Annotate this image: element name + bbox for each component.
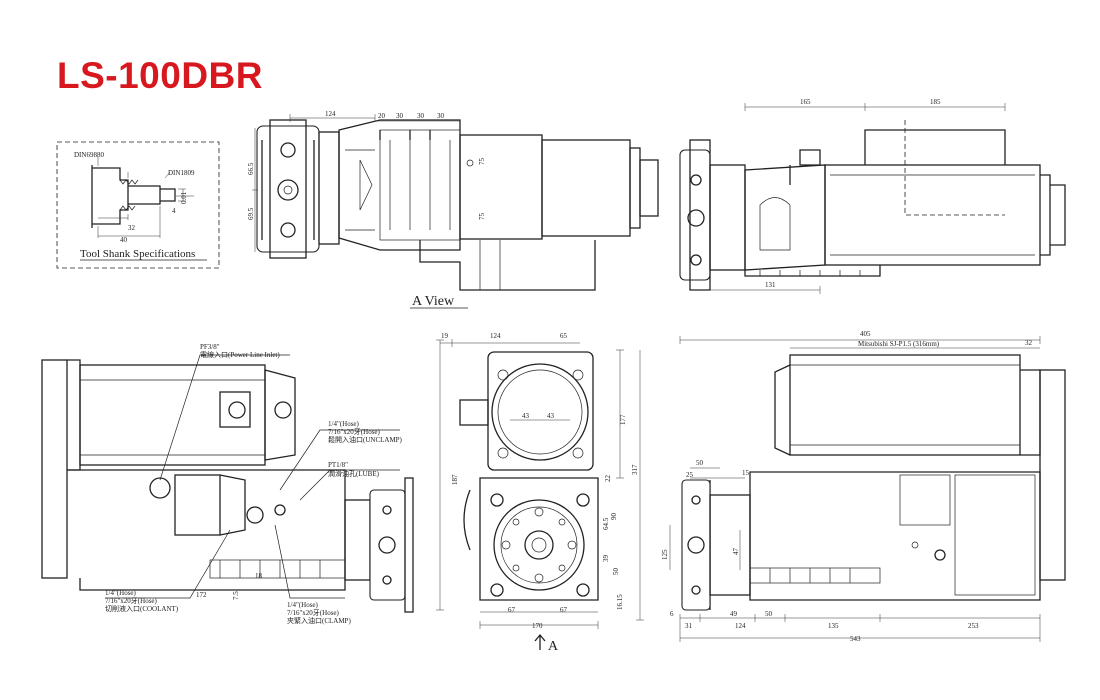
br-dim-253: 253 bbox=[968, 622, 979, 630]
bm-dim-39: 39 bbox=[602, 555, 610, 563]
bm-dim-65: 65 bbox=[560, 332, 568, 340]
br-dim-50: 50 bbox=[765, 610, 773, 618]
br-motor-label: Mitsubishi SJ-P1.5 (316mm) bbox=[858, 340, 940, 348]
tool-shank-diagram: DIN69880 DIN1809 32 40 4 0.01 Tool Shank… bbox=[56, 141, 220, 269]
shank-caption: Tool Shank Specifications bbox=[80, 248, 195, 260]
bm-dim-317: 317 bbox=[631, 464, 639, 475]
bm-dim-64: 64.5 bbox=[602, 517, 610, 530]
br-dim-47: 47 bbox=[732, 548, 740, 556]
bm-dim-50: 50 bbox=[612, 568, 620, 576]
bl-coolant-2: 7/16"x20牙(Hose) bbox=[105, 597, 158, 605]
bottom-middle-view: 43 43 19 124 65 177 317 187 90 64.5 22 bbox=[436, 332, 644, 654]
br-dim-50-top: 50 bbox=[696, 459, 704, 467]
bl-unclamp-1: 1/4"(Hose) bbox=[328, 420, 360, 428]
br-dim-32: 32 bbox=[1025, 339, 1033, 347]
bl-dim-172: 172 bbox=[196, 591, 207, 599]
bottom-left-view: PF3/8" 電線入口(Power Line Inlet) 1/4"(Hose)… bbox=[41, 343, 414, 625]
top-right-view: 165 185 131 bbox=[679, 98, 1066, 294]
bm-dim-67b: 67 bbox=[560, 606, 568, 614]
br-dim-125: 125 bbox=[661, 549, 669, 560]
shank-dim-tol: 0.01 bbox=[180, 191, 188, 204]
bl-dim-7: 7.5 bbox=[232, 591, 240, 600]
br-dim-15: 15 bbox=[742, 469, 750, 477]
tr-dim-131: 131 bbox=[765, 281, 776, 289]
bl-power-note: 電線入口(Power Line Inlet) bbox=[200, 350, 280, 359]
tr-dim-185: 185 bbox=[930, 98, 941, 106]
shank-din-left: DIN69880 bbox=[74, 151, 104, 159]
br-dim-25: 25 bbox=[686, 471, 694, 479]
bm-dim-19: 19 bbox=[441, 332, 449, 340]
br-dim-49: 49 bbox=[730, 610, 738, 618]
bm-dim-177: 177 bbox=[619, 414, 627, 425]
bl-coolant-3: 切削液入口(COOLANT) bbox=[105, 604, 179, 613]
page-title: LS-100DBR bbox=[57, 55, 263, 96]
top-dim-30c: 30 bbox=[437, 112, 445, 120]
bl-lube-1: PT1/8" bbox=[328, 461, 348, 469]
br-dim-405: 405 bbox=[860, 330, 871, 338]
bm-dim-67a: 67 bbox=[508, 606, 516, 614]
bm-dim-170: 170 bbox=[532, 622, 543, 630]
bl-coolant-1: 1/4"(Hose) bbox=[105, 589, 137, 597]
bm-view-arrow-label: A bbox=[548, 639, 559, 654]
shank-dim-40: 40 bbox=[120, 236, 128, 244]
bm-dim-16: 16.15 bbox=[616, 594, 624, 610]
shank-dim-32: 32 bbox=[128, 224, 136, 232]
bl-dim-18: 18 bbox=[255, 572, 263, 580]
bl-clamp-2: 7/16"x20牙(Hose) bbox=[287, 609, 340, 617]
bm-dim-43b: 43 bbox=[547, 412, 555, 420]
top-view-a: 124 20 30 30 30 66.5 69.5 75 75 A View bbox=[247, 110, 659, 309]
bm-dim-43a: 43 bbox=[522, 412, 530, 420]
br-dim-124: 124 bbox=[735, 622, 746, 630]
top-dim-75b: 75 bbox=[478, 213, 486, 221]
br-dim-31: 31 bbox=[685, 622, 693, 630]
br-dim-543: 543 bbox=[850, 635, 861, 643]
bottom-right-view: 405 32 Mitsubishi SJ-P1.5 (316mm) 50 25 … bbox=[661, 330, 1066, 643]
top-dim-66: 66.5 bbox=[247, 162, 255, 175]
bm-dim-124: 124 bbox=[490, 332, 501, 340]
top-dim-30a: 30 bbox=[396, 112, 404, 120]
bm-dim-22: 22 bbox=[604, 475, 612, 483]
top-dim-124: 124 bbox=[325, 110, 336, 118]
top-dim-30b: 30 bbox=[417, 112, 425, 120]
bl-lube-2: 潤滑油孔(LUBE) bbox=[328, 469, 380, 478]
shank-din-right: DIN1809 bbox=[168, 169, 195, 177]
br-dim-6: 6 bbox=[670, 610, 674, 618]
br-dim-135: 135 bbox=[828, 622, 839, 630]
bm-dim-90: 90 bbox=[610, 513, 618, 521]
bl-clamp-1: 1/4"(Hose) bbox=[287, 601, 319, 609]
bl-unclamp-2: 7/16"x20牙(Hose) bbox=[328, 428, 381, 436]
top-dim-69: 69.5 bbox=[247, 207, 255, 220]
bl-power-label: PF3/8" bbox=[200, 343, 220, 351]
top-dim-20: 20 bbox=[378, 112, 386, 120]
tr-dim-165: 165 bbox=[800, 98, 811, 106]
bl-unclamp-3: 鬆開入油口(UNCLAMP) bbox=[328, 435, 403, 444]
shank-dim-4: 4 bbox=[172, 207, 176, 215]
bm-dim-187: 187 bbox=[451, 474, 459, 485]
bl-clamp-3: 夾緊入油口(CLAMP) bbox=[287, 616, 351, 625]
view-a-label: A View bbox=[412, 294, 455, 309]
top-dim-75a: 75 bbox=[478, 158, 486, 166]
